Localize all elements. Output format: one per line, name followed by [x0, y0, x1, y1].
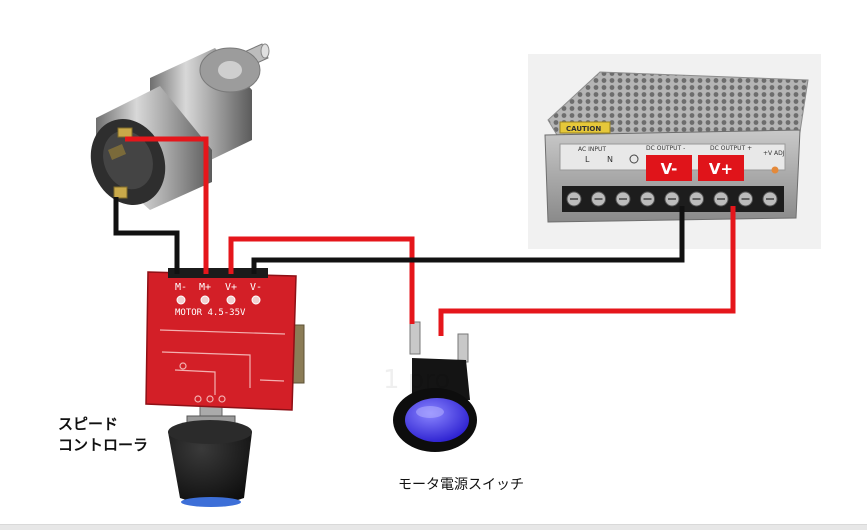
- wire-controller-vplus-to-switch: [228, 236, 415, 324]
- bottom-divider: [0, 524, 867, 530]
- psu-dc-output-minus-label: DC OUTPUT -: [646, 145, 685, 152]
- knob-top: [168, 420, 252, 444]
- speed-knob: [168, 415, 252, 507]
- watermark-text: 1 pro: [383, 365, 450, 395]
- controller-traces: [159, 329, 286, 403]
- psu-v-minus-tag: V-: [646, 155, 692, 181]
- psu-dc-output-plus-label: DC OUTPUT +: [710, 145, 752, 152]
- switch-blue-lens: [405, 398, 469, 442]
- controller-pin-v-minus: V-: [250, 282, 262, 293]
- speed-controller-board: M- M+ V+ V- MOTOR 4.5-35V: [145, 268, 305, 427]
- switch-lens-highlight: [416, 406, 444, 418]
- psu-ground-icon: [629, 154, 639, 164]
- switch-terminal-left: [409, 321, 421, 355]
- wire-switch-to-psu-vplus: [438, 206, 736, 336]
- dc-motor: [90, 43, 270, 210]
- knob-body: [168, 425, 252, 504]
- motor-switch-label: モータ電源スイッチ: [398, 477, 524, 493]
- controller-pin-v-plus: V+: [225, 282, 237, 293]
- controller-pcb: [145, 271, 297, 411]
- switch-terminal-right: [457, 333, 469, 363]
- psu-adj-trimmer: [771, 166, 779, 174]
- psu-caution-text: CAUTION: [566, 125, 601, 133]
- psu-adj-label: +V ADJ: [763, 150, 785, 157]
- controller-header-pins: [168, 268, 268, 278]
- controller-pin-m-plus: M+: [199, 282, 211, 293]
- psu-ac-input-label: AC INPUT: [578, 146, 606, 153]
- controller-pads: [176, 295, 261, 305]
- wire-motor-plus: [125, 136, 209, 274]
- motor-terminal-plus: [117, 127, 133, 138]
- controller-pin-m-minus: M-: [175, 282, 187, 293]
- wire-motor-minus: [113, 197, 180, 274]
- wires: [113, 136, 736, 336]
- psu-v-plus-tag: V+: [698, 155, 744, 181]
- knob-blue-ring: [181, 497, 241, 507]
- power-supply: CAUTION AC INPUT DC OUTPUT - DC OUTPUT +…: [528, 54, 821, 249]
- psu-terminal-screws: [566, 191, 778, 207]
- wire-controller-vminus-to-psu: [251, 206, 685, 274]
- psu-terminal-l-label: L: [585, 155, 590, 164]
- speed-controller-label-line2: コントローラ: [58, 436, 149, 454]
- psu-v-minus-text: V-: [661, 160, 678, 178]
- speed-controller-label: スピード コントローラ: [58, 414, 148, 456]
- psu-caution-sticker: [559, 121, 611, 134]
- rocker-switch: [393, 321, 477, 452]
- psu-terminal-n-label: N: [607, 155, 613, 164]
- psu-v-plus-text: V+: [709, 160, 733, 178]
- speed-controller-label-line1: スピード: [58, 415, 119, 433]
- controller-motor-rating-text: MOTOR 4.5-35V: [175, 308, 246, 318]
- motor-terminal-minus: [113, 186, 128, 199]
